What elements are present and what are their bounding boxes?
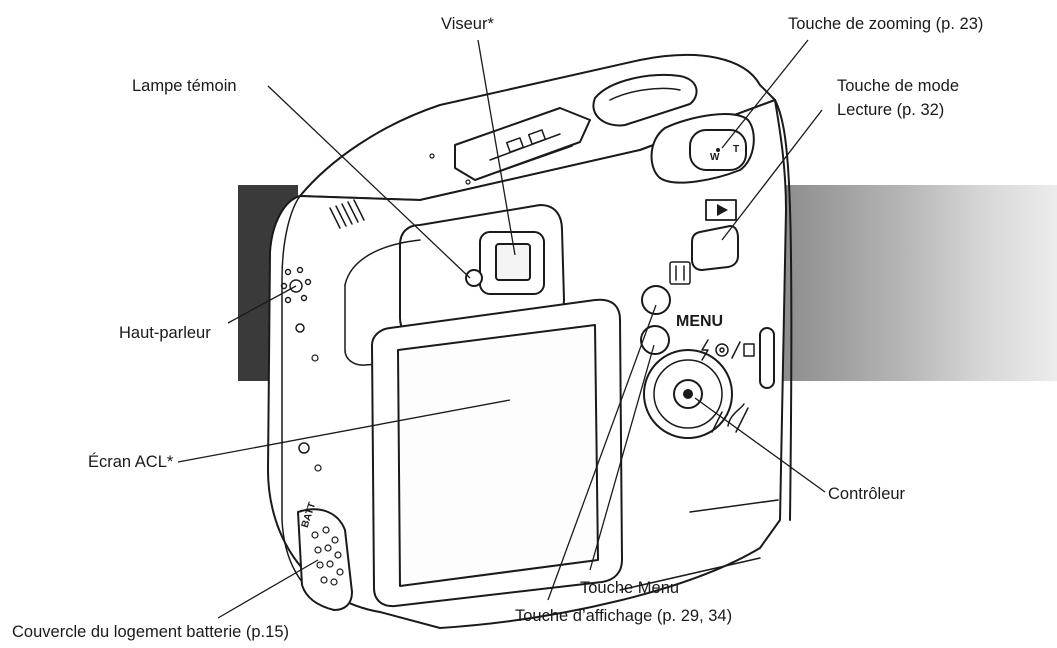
label-affichage: Touche d’affichage (p. 29, 34) — [515, 607, 733, 625]
leader-ecran — [177, 399, 511, 463]
leader-couvercle — [217, 559, 319, 619]
label-lecture-line1: Touche de mode — [837, 77, 960, 95]
menu-button — [640, 325, 670, 355]
label-viseur: Viseur* — [441, 15, 494, 33]
playback-button-body — [691, 225, 739, 271]
macro-self-timer-icon — [711, 403, 749, 433]
side-port-2 — [298, 442, 310, 454]
label-zoom: Touche de zooming (p. 23) — [788, 15, 984, 33]
indicator-lamp — [465, 269, 483, 287]
display-icon — [669, 261, 691, 285]
menu-marking: MENU — [676, 313, 723, 330]
label-lampe: Lampe témoin — [132, 77, 237, 95]
flash-delete-icon — [701, 339, 755, 361]
display-button — [641, 285, 671, 315]
side-speaker — [280, 266, 312, 304]
lcd-screen — [397, 324, 599, 587]
leader-menu — [589, 344, 655, 571]
leader-affichage — [547, 304, 657, 601]
label-ecran: Écran ACL* — [88, 453, 174, 471]
label-menu: Touche Menu — [580, 579, 680, 597]
playback-mode-button — [705, 199, 737, 221]
leader-lampe — [267, 85, 471, 279]
leader-viseur — [477, 39, 516, 256]
leader-controleur — [694, 397, 826, 493]
strap-eyelet — [759, 327, 775, 389]
leader-lecture — [721, 109, 823, 241]
leader-haut-parleur — [227, 285, 297, 324]
side-port-1 — [295, 323, 305, 333]
label-controleur: Contrôleur — [828, 485, 906, 503]
leader-zoom — [721, 39, 809, 149]
top-release-button — [592, 74, 698, 127]
zoom-t-marking: T — [733, 144, 739, 155]
label-haut-parleur: Haut-parleur — [119, 324, 211, 342]
battery-cover-grip-dots — [311, 526, 344, 586]
zoom-w-marking: W — [710, 152, 720, 163]
top-speaker-vent — [329, 199, 365, 229]
label-couvercle: Couvercle du logement batterie (p.15) — [12, 623, 289, 641]
background-band-gradient — [775, 185, 1057, 381]
label-lecture-line2: Lecture (p. 32) — [837, 101, 945, 119]
